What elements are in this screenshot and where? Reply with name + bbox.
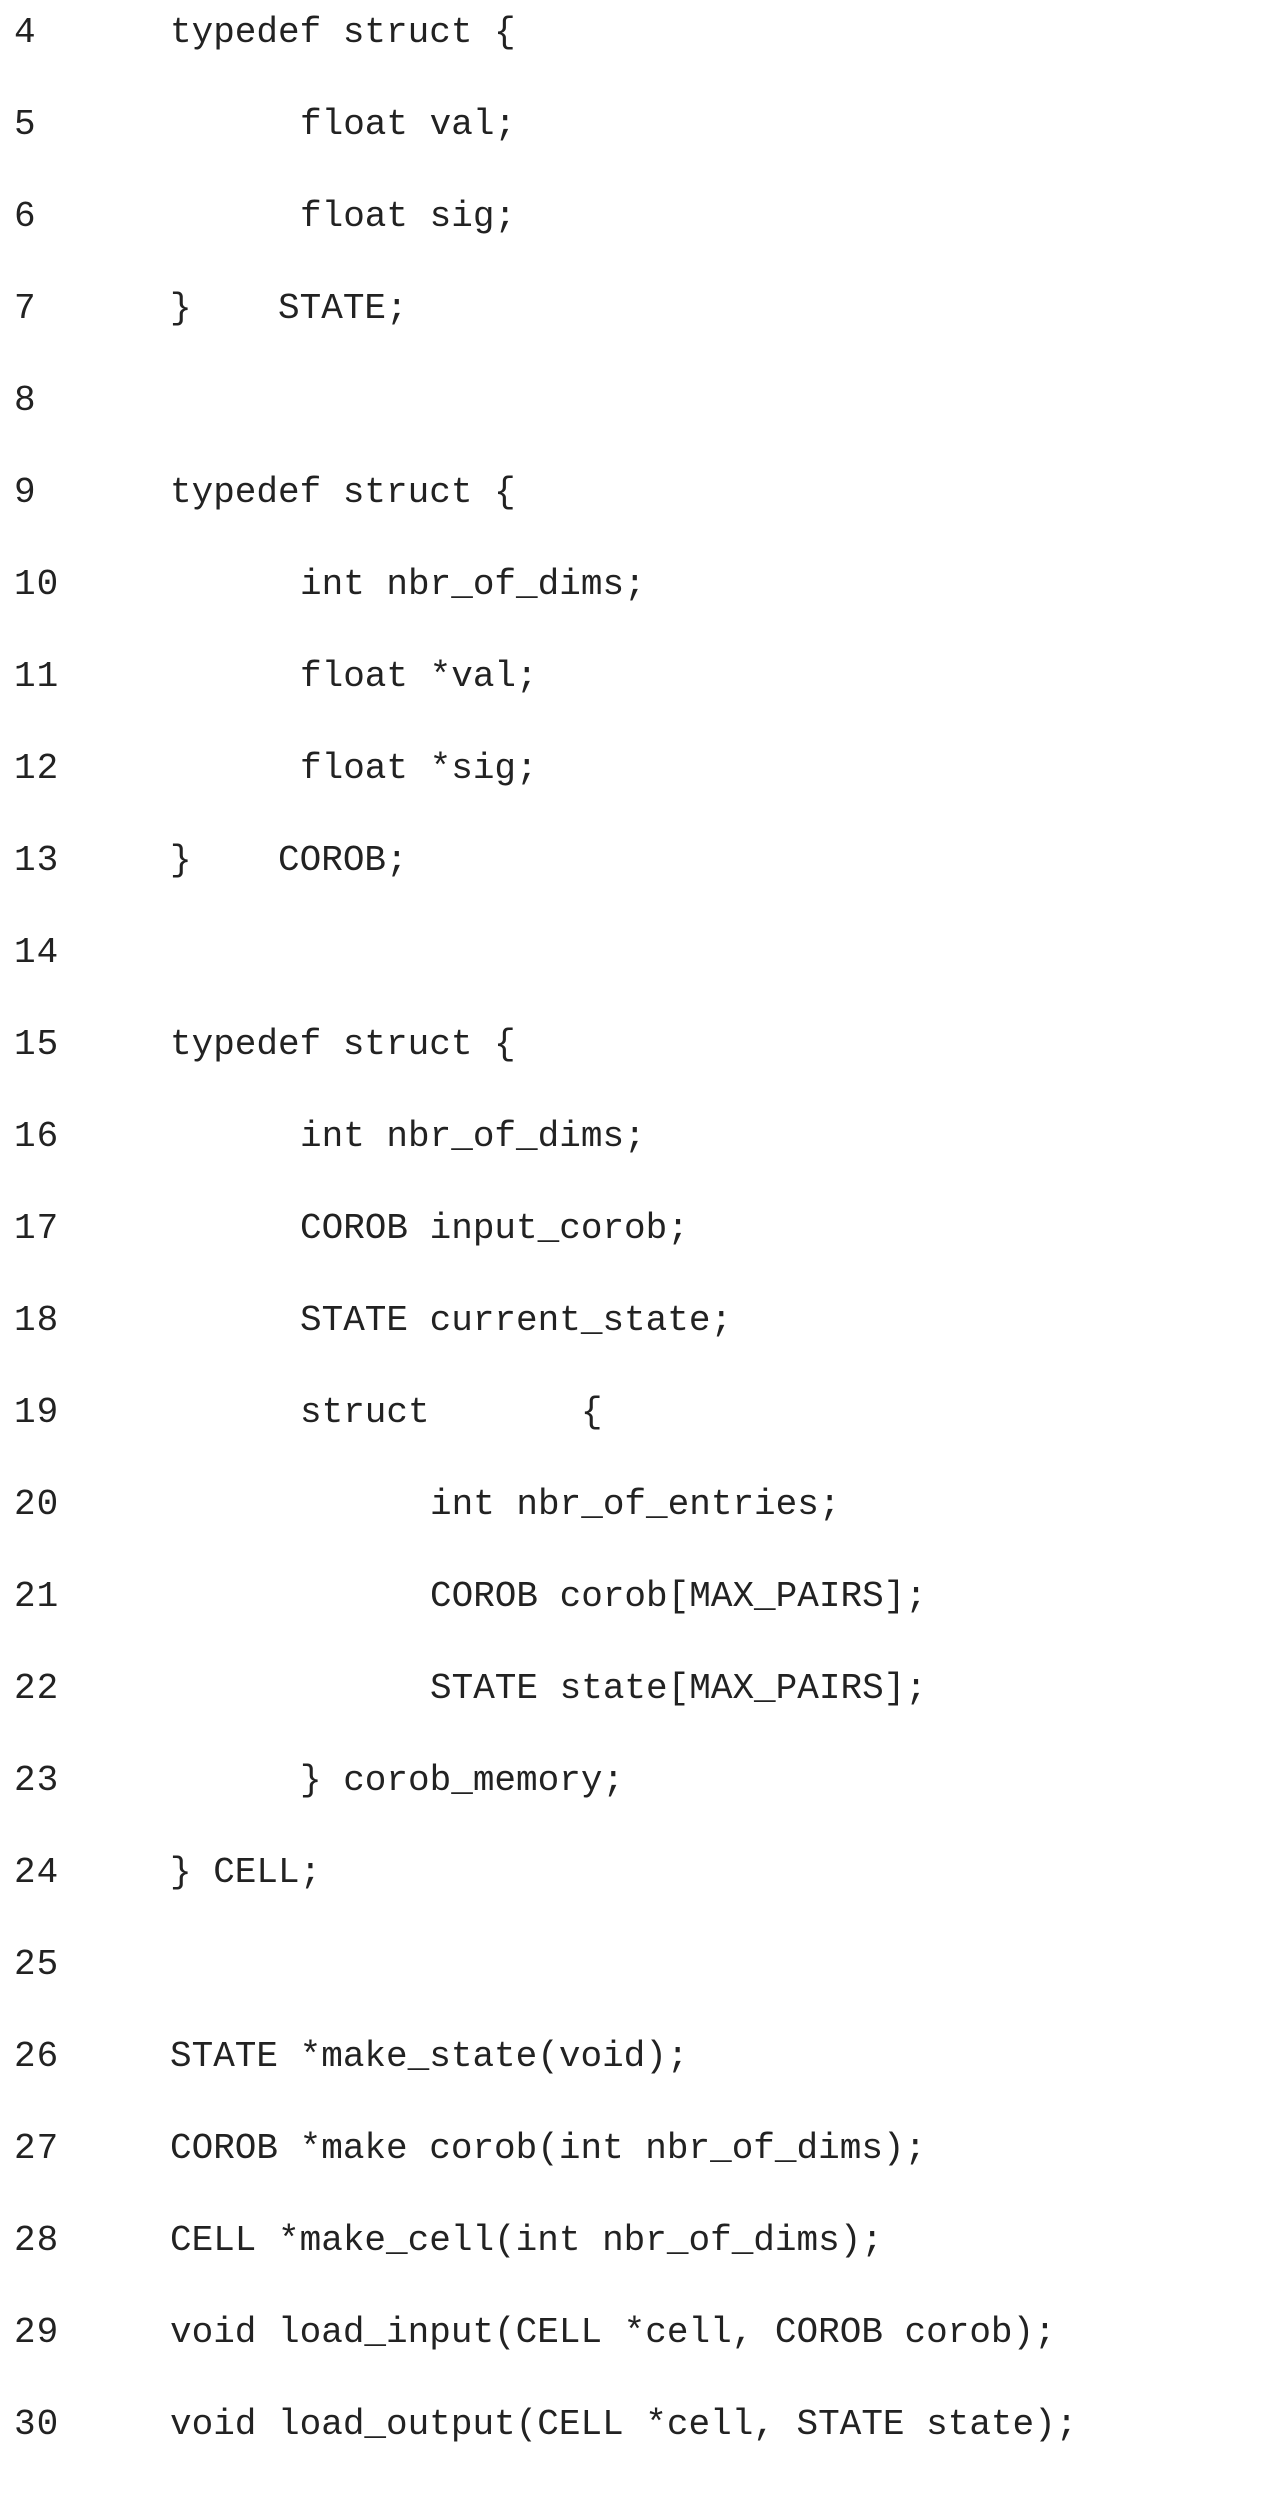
code-line: 17 COROB input_corob;	[0, 1199, 1278, 1259]
code-text: } STATE;	[170, 279, 408, 339]
code-line: 14	[0, 923, 1278, 983]
line-number: 10	[14, 555, 134, 615]
line-number: 28	[14, 2211, 134, 2271]
code-text: struct {	[300, 1383, 602, 1443]
code-text: int nbr_of_dims;	[300, 555, 646, 615]
code-line: 25	[0, 1935, 1278, 1995]
code-text: CELL *make_cell(int nbr_of_dims);	[170, 2211, 883, 2271]
line-number: 7	[14, 279, 134, 339]
code-text: int nbr_of_entries;	[430, 1475, 840, 1535]
code-text: COROB *make corob(int nbr_of_dims);	[170, 2119, 926, 2179]
code-line: 13 } COROB;	[0, 831, 1278, 891]
code-text: typedef struct {	[170, 3, 516, 63]
line-number: 22	[14, 1659, 134, 1719]
line-number: 12	[14, 739, 134, 799]
code-text: COROB input_corob;	[300, 1199, 689, 1259]
line-number: 26	[14, 2027, 134, 2087]
code-text: typedef struct {	[170, 463, 516, 523]
code-line: 28 CELL *make_cell(int nbr_of_dims);	[0, 2211, 1278, 2271]
code-text: } COROB;	[170, 831, 408, 891]
code-line: 11 float *val;	[0, 647, 1278, 707]
code-text: float val;	[300, 95, 516, 155]
code-line: 27 COROB *make corob(int nbr_of_dims);	[0, 2119, 1278, 2179]
line-number: 18	[14, 1291, 134, 1351]
code-text: STATE current_state;	[300, 1291, 732, 1351]
line-number: 19	[14, 1383, 134, 1443]
code-text: STATE *make_state(void);	[170, 2027, 688, 2087]
line-number: 20	[14, 1475, 134, 1535]
line-number: 27	[14, 2119, 134, 2179]
line-number: 9	[14, 463, 134, 523]
code-text: float sig;	[300, 187, 516, 247]
code-text: float *val;	[300, 647, 538, 707]
line-number: 17	[14, 1199, 134, 1259]
code-line: 18 STATE current_state;	[0, 1291, 1278, 1351]
code-line: 12 float *sig;	[0, 739, 1278, 799]
line-number: 29	[14, 2303, 134, 2363]
code-text: float *sig;	[300, 739, 538, 799]
code-text: } CELL;	[170, 1843, 321, 1903]
code-text: typedef struct {	[170, 1015, 516, 1075]
code-line: 26 STATE *make_state(void);	[0, 2027, 1278, 2087]
code-line: 5 float val;	[0, 95, 1278, 155]
code-line: 10 int nbr_of_dims;	[0, 555, 1278, 615]
code-text: STATE state[MAX_PAIRS];	[430, 1659, 927, 1719]
line-number: 21	[14, 1567, 134, 1627]
code-line: 21 COROB corob[MAX_PAIRS];	[0, 1567, 1278, 1627]
code-line: 8	[0, 371, 1278, 431]
line-number: 6	[14, 187, 134, 247]
code-line: 22 STATE state[MAX_PAIRS];	[0, 1659, 1278, 1719]
code-line: 29 void load_input(CELL *cell, COROB coro…	[0, 2303, 1278, 2363]
code-text: } corob_memory;	[300, 1751, 624, 1811]
code-line: 16 int nbr_of_dims;	[0, 1107, 1278, 1167]
code-text: void load_output(CELL *cell, STATE state…	[170, 2395, 1077, 2455]
code-line: 30 void load_output(CELL *cell, STATE sta…	[0, 2395, 1278, 2455]
line-number: 16	[14, 1107, 134, 1167]
line-number: 23	[14, 1751, 134, 1811]
code-line: 20 int nbr_of_entries;	[0, 1475, 1278, 1535]
line-number: 5	[14, 95, 134, 155]
code-line: 23 } corob_memory;	[0, 1751, 1278, 1811]
code-line: 19 struct {	[0, 1383, 1278, 1443]
line-number: 14	[14, 923, 134, 983]
code-line: 15 typedef struct {	[0, 1015, 1278, 1075]
code-line: 6 float sig;	[0, 187, 1278, 247]
line-number: 24	[14, 1843, 134, 1903]
code-text: void load_input(CELL *cell, COROB corob)…	[170, 2303, 1056, 2363]
line-number: 8	[14, 371, 134, 431]
code-line: 4 typedef struct {	[0, 3, 1278, 63]
code-text: COROB corob[MAX_PAIRS];	[430, 1567, 927, 1627]
code-line: 24 } CELL;	[0, 1843, 1278, 1903]
line-number: 13	[14, 831, 134, 891]
code-line: 7 } STATE;	[0, 279, 1278, 339]
line-number: 30	[14, 2395, 134, 2455]
code-text: int nbr_of_dims;	[300, 1107, 646, 1167]
line-number: 4	[14, 3, 134, 63]
line-number: 15	[14, 1015, 134, 1075]
line-number: 25	[14, 1935, 134, 1995]
line-number: 11	[14, 647, 134, 707]
code-line: 9 typedef struct {	[0, 463, 1278, 523]
